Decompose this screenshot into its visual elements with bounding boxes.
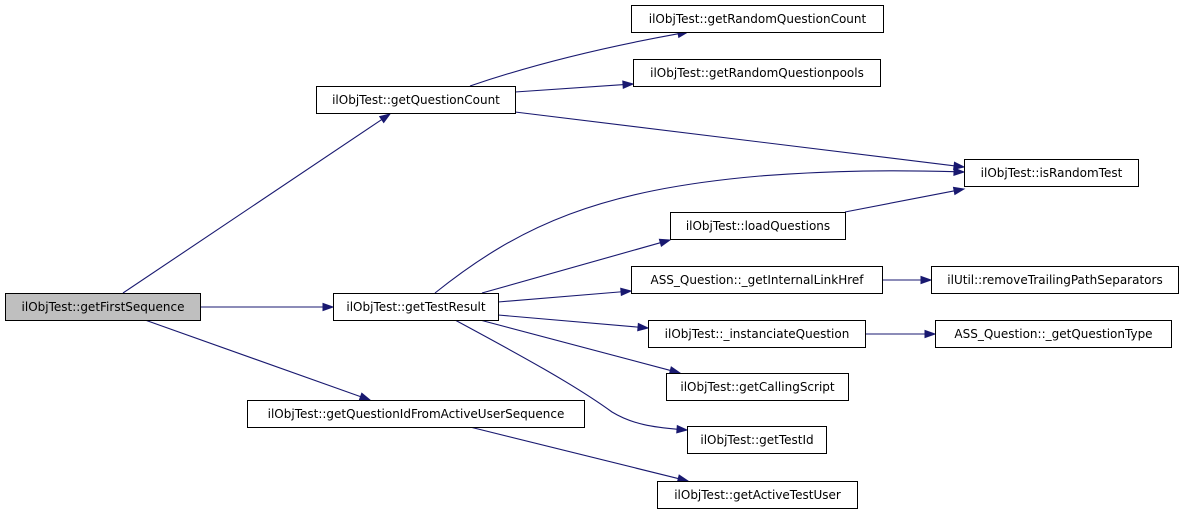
node-box[interactable] (670, 212, 846, 240)
edge-testres-to-israndom (434, 170, 965, 294)
node-box[interactable] (631, 266, 883, 294)
edge-layer (122, 29, 966, 483)
edge-loadq-to-israndom (844, 188, 965, 213)
node-qtype[interactable]: ASS_Question::_getQuestionType (935, 320, 1172, 348)
node-label: ilObjTest::getQuestionIdFromActiveUserSe… (268, 407, 565, 421)
node-box[interactable] (666, 373, 849, 401)
node-label: ASS_Question::_getInternalLinkHref (650, 273, 864, 287)
node-removesep[interactable]: ilUtil::removeTrailingPathSeparators (931, 266, 1179, 294)
node-label: ilUtil::removeTrailingPathSeparators (947, 273, 1162, 287)
node-testres[interactable]: ilObjTest::getTestResult (333, 293, 499, 321)
node-label: ilObjTest::getActiveTestUser (674, 488, 841, 502)
edge-testres-to-calling-arrowhead (668, 366, 682, 375)
edge-first-to-qidseq-arrowhead (358, 392, 372, 401)
node-qcount[interactable]: ilObjTest::getQuestionCount (316, 86, 516, 114)
edge-testres-to-intlink-arrowhead (620, 287, 633, 297)
edge-testres-to-loadq (481, 239, 671, 294)
edge-first-to-testres-arrowhead (322, 302, 335, 312)
edge-testres-to-israndom-arrowhead (953, 167, 966, 176)
node-activeuser[interactable]: ilObjTest::getActiveTestUser (657, 481, 858, 509)
node-loadq[interactable]: ilObjTest::loadQuestions (670, 212, 846, 240)
node-label: ilObjTest::getTestResult (346, 300, 485, 314)
node-label: ilObjTest::isRandomTest (981, 166, 1123, 180)
edge-first-to-qcount (122, 113, 391, 294)
edge-instq-to-qtype-arrowhead (924, 329, 937, 339)
node-box[interactable] (648, 320, 866, 348)
edge-qcount-to-randpools (514, 83, 634, 93)
node-box[interactable] (247, 400, 585, 428)
node-layer: ilObjTest::getFirstSequenceilObjTest::ge… (5, 5, 1179, 509)
node-israndom[interactable]: ilObjTest::isRandomTest (964, 159, 1139, 187)
node-box[interactable] (631, 5, 884, 33)
edge-testres-to-testid (454, 319, 688, 431)
edge-first-to-qcount-arrowhead (378, 113, 392, 124)
edge-qcount-to-randpools-arrowhead (622, 80, 635, 90)
node-box[interactable] (316, 86, 516, 114)
node-label: ilObjTest::getQuestionCount (332, 93, 500, 107)
node-label: ASS_Question::_getQuestionType (954, 327, 1152, 341)
node-label: ilObjTest::getFirstSequence (22, 300, 185, 314)
node-label: ilObjTest::loadQuestions (686, 219, 830, 233)
node-box[interactable] (964, 159, 1139, 187)
node-intlink[interactable]: ASS_Question::_getInternalLinkHref (631, 266, 883, 294)
edge-qcount-to-randcount (469, 31, 689, 87)
edge-testres-to-instq (497, 314, 649, 329)
node-randpools[interactable]: ilObjTest::getRandomQuestionpools (633, 59, 881, 87)
node-box[interactable] (935, 320, 1172, 348)
node-label: ilObjTest::getRandomQuestionpools (650, 66, 864, 80)
node-box[interactable] (633, 59, 881, 87)
node-box[interactable] (931, 266, 1179, 294)
node-label: ilObjTest::getCallingScript (680, 380, 835, 394)
node-box[interactable] (333, 293, 499, 321)
edge-qidseq-to-activeuser (469, 426, 689, 482)
node-testid[interactable]: ilObjTest::getTestId (687, 426, 827, 454)
edge-testres-to-loadq-arrowhead (658, 238, 672, 247)
edge-first-to-qidseq (144, 319, 371, 401)
edge-intlink-to-removesep-arrowhead (920, 275, 933, 285)
edge-testres-to-calling (479, 319, 681, 374)
node-label: ilObjTest::getTestId (700, 433, 813, 447)
node-randcount[interactable]: ilObjTest::getRandomQuestionCount (631, 5, 884, 33)
node-label: ilObjTest::getRandomQuestionCount (649, 12, 867, 26)
edge-qcount-to-israndom (514, 111, 965, 168)
node-label: ilObjTest::_instanciateQuestion (665, 327, 850, 341)
edge-testres-to-intlink (497, 290, 632, 303)
edge-testres-to-testid-arrowhead (676, 424, 689, 434)
edge-testres-to-instq-arrowhead (637, 322, 650, 332)
node-calling[interactable]: ilObjTest::getCallingScript (666, 373, 849, 401)
edge-loadq-to-israndom-arrowhead (952, 186, 966, 196)
node-box[interactable] (5, 293, 201, 321)
node-first[interactable]: ilObjTest::getFirstSequence (5, 293, 201, 321)
node-qidseq[interactable]: ilObjTest::getQuestionIdFromActiveUserSe… (247, 400, 585, 428)
node-box[interactable] (657, 481, 858, 509)
edge-qcount-to-israndom-arrowhead (953, 161, 966, 171)
node-box[interactable] (687, 426, 827, 454)
node-instq[interactable]: ilObjTest::_instanciateQuestion (648, 320, 866, 348)
